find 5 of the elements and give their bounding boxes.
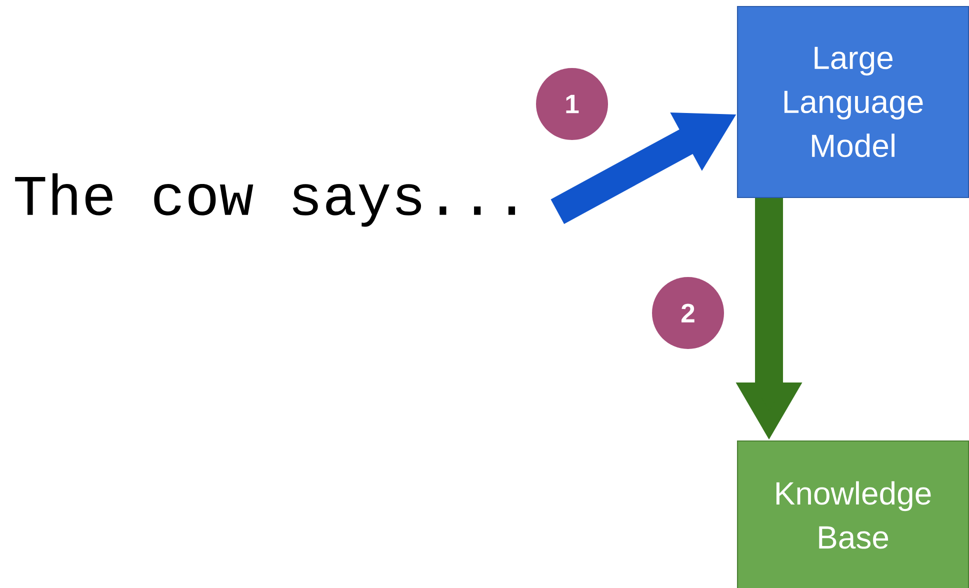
step-badge: 1 (536, 68, 608, 140)
prompt-text: The cow says... (15, 173, 516, 227)
model-box: Large Language Model (736, 6, 969, 198)
knowledge-box: Knowledge Base (736, 440, 969, 588)
step-badge: 2 (652, 277, 724, 349)
